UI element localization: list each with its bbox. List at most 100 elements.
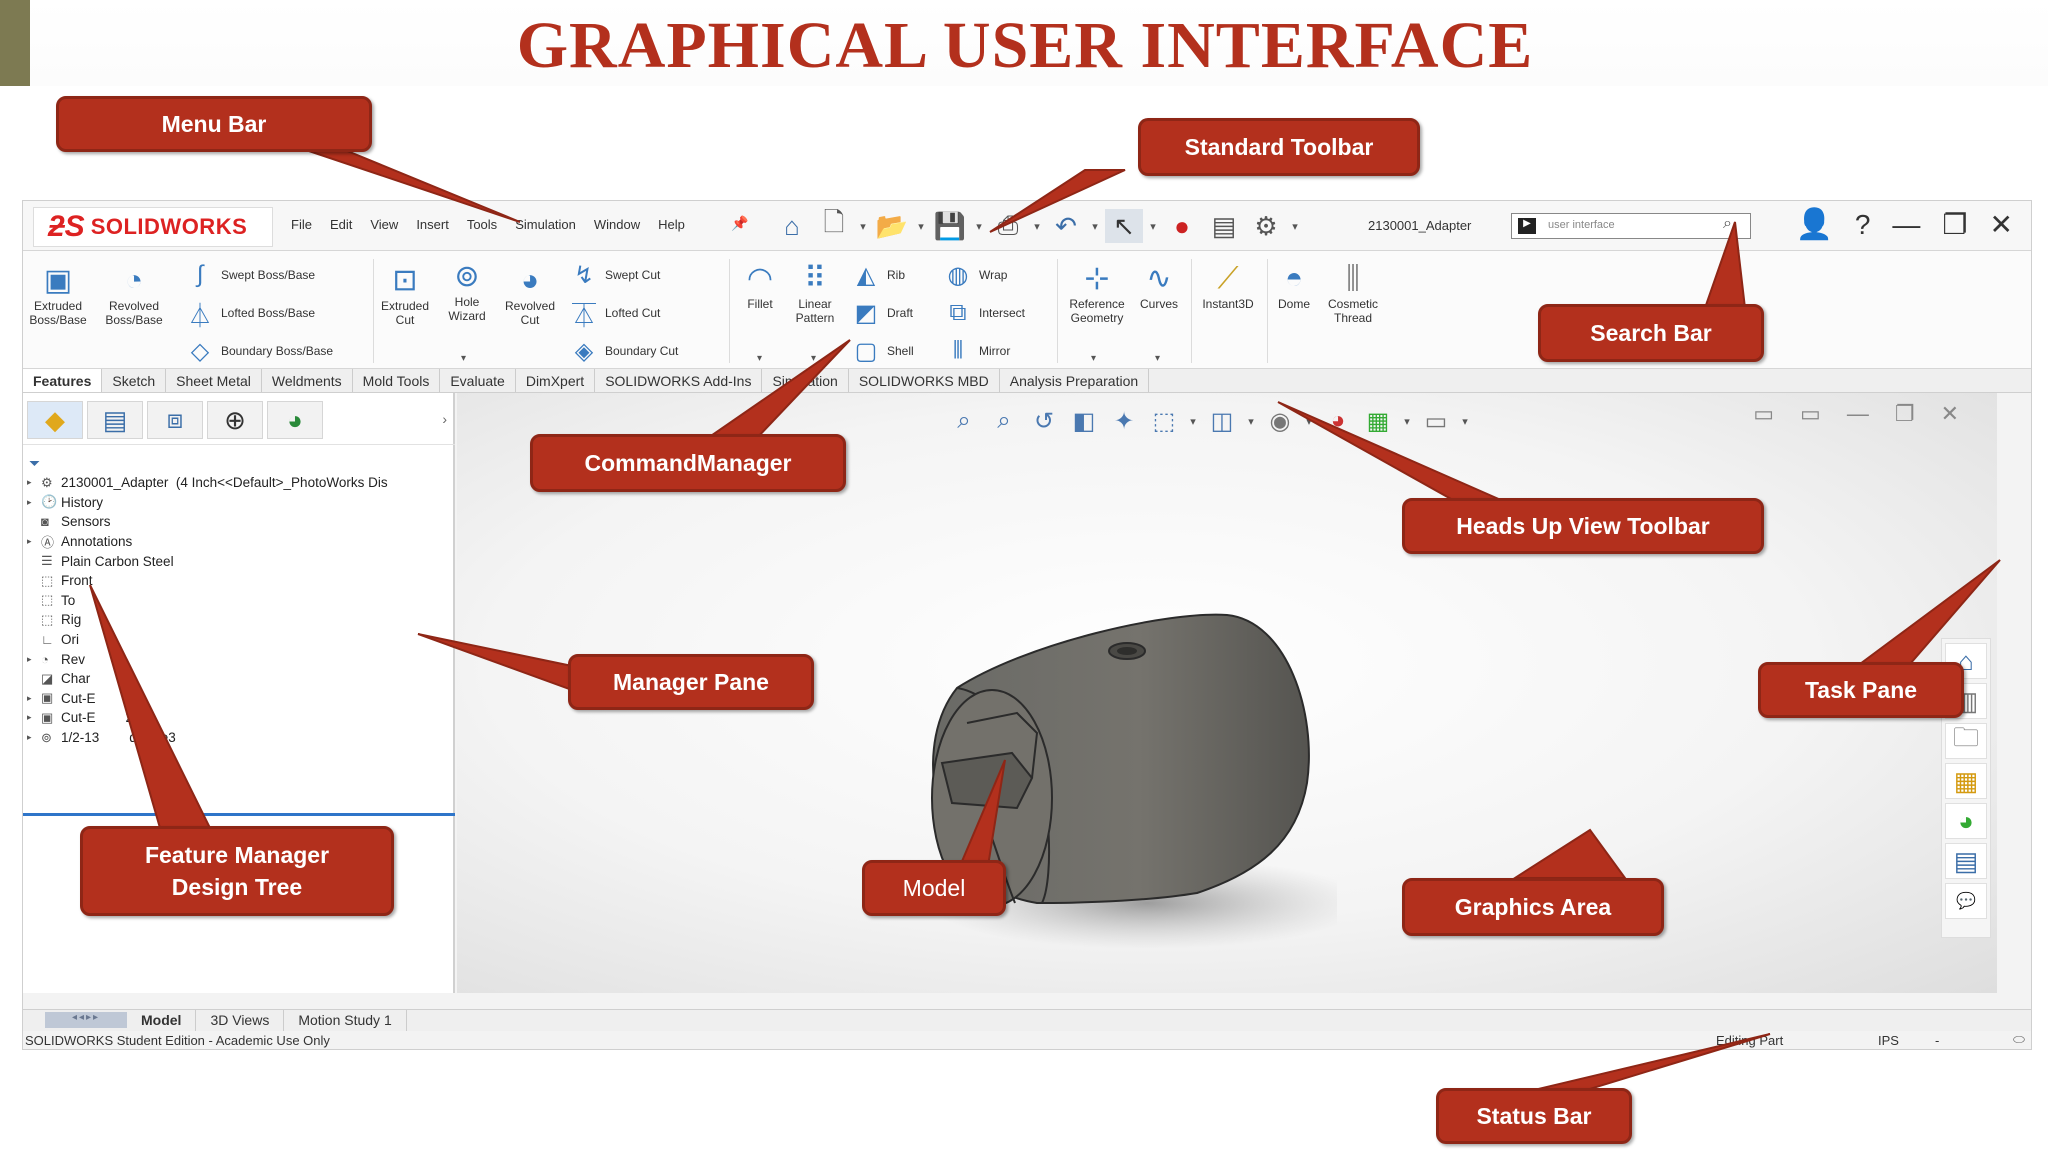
section-view-icon[interactable]: ◧ bbox=[1072, 407, 1096, 435]
lofted-boss-button[interactable]: ⏃Lofted Boss/Base bbox=[185, 299, 315, 330]
revolved-boss-button[interactable]: ◔Revolved Boss/Base bbox=[105, 264, 163, 328]
menu-edit[interactable]: Edit bbox=[329, 217, 353, 232]
view-settings-icon[interactable]: ▭ bbox=[1424, 407, 1448, 435]
tree-node[interactable]: ⬚To bbox=[27, 591, 388, 611]
new-document-icon[interactable]: 🗋 bbox=[823, 207, 845, 237]
edit-appearance-icon[interactable]: ◕ bbox=[1330, 407, 1346, 434]
home-icon[interactable]: ⌂ bbox=[784, 210, 800, 241]
tree-node[interactable]: ◙Sensors bbox=[27, 512, 388, 532]
swept-cut-button[interactable]: ↯Swept Cut bbox=[569, 261, 660, 289]
rebuild-traffic-light-icon[interactable]: ● bbox=[1174, 210, 1190, 241]
tab-features[interactable]: Features bbox=[23, 369, 103, 392]
configurationmanager-tab-icon[interactable]: ⧈ bbox=[147, 401, 203, 439]
tree-node[interactable]: ◪Char bbox=[27, 669, 388, 689]
tree-node[interactable]: ∟Ori bbox=[27, 630, 388, 650]
gear-icon[interactable]: ⚙ bbox=[1254, 210, 1278, 241]
filter-icon[interactable]: ⏷ bbox=[29, 455, 41, 471]
extruded-cut-button[interactable]: ⊡Extruded Cut bbox=[380, 264, 430, 328]
restore-icon[interactable]: ❐ bbox=[1942, 209, 1968, 240]
expand-arrow-icon[interactable]: ▸ bbox=[27, 712, 32, 723]
search-input[interactable]: ▶ user interface ⌕ bbox=[1511, 213, 1751, 239]
menu-insert[interactable]: Insert bbox=[416, 217, 449, 232]
close-icon[interactable]: ✕ bbox=[1940, 401, 1959, 426]
boundary-boss-button[interactable]: ◇Boundary Boss/Base bbox=[185, 337, 333, 365]
cosmetic-thread-button[interactable]: ⫼Cosmetic Thread bbox=[1327, 262, 1378, 326]
tab-navigation-arrows[interactable]: ◂◂▸▸ bbox=[45, 1012, 127, 1028]
tab-sheet-metal[interactable]: Sheet Metal bbox=[166, 369, 262, 392]
chevron-down-icon[interactable]: ▾ bbox=[1092, 220, 1098, 233]
fillet-button[interactable]: ◠Fillet bbox=[735, 261, 785, 312]
chevron-down-icon[interactable]: ▾ bbox=[461, 353, 467, 364]
search-icon[interactable]: ⌕ bbox=[1723, 215, 1732, 232]
expand-arrow-icon[interactable]: ▸ bbox=[27, 653, 32, 664]
chevron-down-icon[interactable]: ▾ bbox=[1034, 220, 1040, 233]
tab-simulation[interactable]: Simulation bbox=[762, 369, 849, 392]
shell-button[interactable]: ▢Shell bbox=[851, 337, 914, 365]
dimxpertmanager-tab-icon[interactable]: ⊕ bbox=[207, 401, 263, 439]
expand-arrow-icon[interactable]: ▸ bbox=[27, 536, 32, 547]
tile-right-icon[interactable]: ▭ bbox=[1800, 401, 1821, 426]
expand-arrow-icon[interactable]: ▸ bbox=[27, 477, 32, 488]
chevron-down-icon[interactable]: ▾ bbox=[1292, 220, 1298, 233]
tree-node[interactable]: ▸⚙2130001_Adapter (4 Inch<<Default>_Phot… bbox=[27, 473, 388, 493]
file-properties-icon[interactable]: ▤ bbox=[1211, 210, 1237, 241]
tab-dimxpert[interactable]: DimXpert bbox=[516, 369, 596, 392]
zoom-to-fit-icon[interactable]: ⌕ bbox=[957, 407, 971, 434]
extruded-boss-button[interactable]: ▣Extruded Boss/Base bbox=[29, 264, 87, 328]
tree-node[interactable]: ▸🕑History bbox=[27, 493, 388, 513]
chevron-down-icon[interactable]: ▾ bbox=[1091, 353, 1097, 364]
tree-node[interactable]: ▸▣Cut-E 2 bbox=[27, 708, 388, 728]
menu-help[interactable]: Help bbox=[658, 217, 685, 232]
menu-simulation[interactable]: Simulation bbox=[515, 217, 576, 232]
menu-tools[interactable]: Tools bbox=[466, 217, 498, 232]
tab-sketch[interactable]: Sketch bbox=[102, 369, 167, 392]
dome-button[interactable]: ◓Dome bbox=[1269, 261, 1319, 312]
displaymanager-tab-icon[interactable]: ◕ bbox=[267, 401, 323, 439]
chevron-down-icon[interactable]: ▾ bbox=[918, 220, 924, 233]
chevron-down-icon[interactable]: ▾ bbox=[860, 220, 866, 233]
draft-button[interactable]: ◩Draft bbox=[851, 299, 913, 327]
tree-node[interactable]: ☰Plain Carbon Steel bbox=[27, 551, 388, 571]
zoom-to-area-icon[interactable]: ⌕ bbox=[997, 407, 1011, 434]
tab-weldments[interactable]: Weldments bbox=[262, 369, 353, 392]
tree-node[interactable]: ▸⊚1/2-13 d Hole3 bbox=[27, 728, 388, 748]
chevron-down-icon[interactable]: ▾ bbox=[1462, 415, 1468, 428]
chevron-down-icon[interactable]: ▾ bbox=[1306, 415, 1312, 428]
tree-node[interactable]: ▸▣Cut-E e1 bbox=[27, 689, 388, 709]
chat-icon[interactable]: ⬭ bbox=[2013, 1031, 2025, 1047]
chevron-right-icon[interactable]: › bbox=[442, 411, 447, 427]
intersect-button[interactable]: ⧉Intersect bbox=[943, 299, 1025, 327]
minimize-icon[interactable]: — bbox=[1846, 401, 1869, 426]
dynamic-annotation-icon[interactable]: ✦ bbox=[1113, 407, 1135, 435]
propertymanager-tab-icon[interactable]: ▤ bbox=[87, 401, 143, 439]
view-palette-icon[interactable]: ▦ bbox=[1945, 763, 1987, 799]
expand-arrow-icon[interactable]: ▸ bbox=[27, 732, 32, 743]
minimize-icon[interactable]: — bbox=[1892, 208, 1921, 240]
tab-mold-tools[interactable]: Mold Tools bbox=[353, 369, 441, 392]
tab-analysis-preparation[interactable]: Analysis Preparation bbox=[1000, 369, 1150, 392]
featuremanager-tab-icon[interactable]: ◆ bbox=[27, 401, 83, 439]
custom-properties-icon[interactable]: ▤ bbox=[1945, 843, 1987, 879]
rib-button[interactable]: ◭Rib bbox=[851, 261, 905, 289]
swept-boss-button[interactable]: ∫Swept Boss/Base bbox=[185, 261, 315, 289]
tab-solidworks-add-ins[interactable]: SOLIDWORKS Add-Ins bbox=[595, 369, 763, 392]
pin-icon[interactable]: 📌 bbox=[731, 215, 749, 231]
chevron-down-icon[interactable]: ▾ bbox=[976, 220, 982, 233]
tab-solidworks-mbd[interactable]: SOLIDWORKS MBD bbox=[849, 369, 1000, 392]
display-style-icon[interactable]: ◫ bbox=[1210, 407, 1234, 435]
tab-3d-views[interactable]: 3D Views bbox=[196, 1010, 285, 1031]
curves-button[interactable]: ∿Curves bbox=[1139, 262, 1178, 312]
undo-icon[interactable]: ↶ bbox=[1055, 210, 1077, 241]
expand-arrow-icon[interactable]: ▸ bbox=[27, 496, 32, 507]
mirror-button[interactable]: ⫴Mirror bbox=[943, 337, 1010, 365]
linear-pattern-button[interactable]: ⠿Linear Pattern bbox=[795, 262, 835, 326]
close-icon[interactable]: ✕ bbox=[1989, 209, 2013, 240]
lofted-cut-button[interactable]: ⏄Lofted Cut bbox=[569, 299, 660, 330]
user-icon[interactable]: 👤 bbox=[1795, 208, 1833, 241]
units-selector[interactable]: IPS bbox=[1878, 1033, 1899, 1048]
tab-evaluate[interactable]: Evaluate bbox=[440, 369, 516, 392]
wrap-button[interactable]: ◍Wrap bbox=[943, 261, 1008, 289]
chevron-down-icon[interactable]: ▾ bbox=[1150, 220, 1156, 233]
hide-show-items-icon[interactable]: ◉ bbox=[1269, 407, 1291, 435]
appearances-scenes-icon[interactable]: ◕ bbox=[1945, 803, 1987, 839]
